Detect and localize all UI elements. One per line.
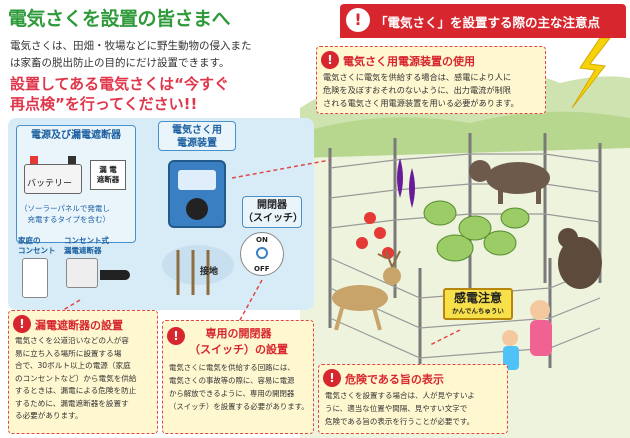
- warning-line-1: 設置してある電気さくは“今すぐ: [10, 75, 229, 93]
- electric-shock-warning-sign: 感電注意 かんでんちゅうい: [443, 288, 513, 320]
- page-title: 電気さくを設置の皆さまへ: [8, 8, 231, 30]
- danger-sign-notice: ! 危険である旨の表示 電気さくを設置する場合は、人が見やすいよ うに、適当な位…: [318, 364, 508, 434]
- power-unit-label-line-1: 電気さく用: [172, 125, 222, 136]
- power-unit-label-line-2: 電源装置: [177, 138, 217, 149]
- warning-line-2: 再点検”を行ってください!!: [10, 95, 198, 113]
- breaker-body-line-7: る必要があります。: [15, 411, 83, 420]
- power-unit-label-box: 電気さく用 電源装置: [158, 121, 236, 151]
- danger-sign-notice-title: 危険である旨の表示: [345, 373, 444, 386]
- switch-body-line-4: （スイッチ）を設置する必要があります。: [169, 402, 309, 411]
- solar-note-line-1: （ソーラーパネルで発電し: [20, 204, 110, 213]
- battery-terminal-plus: [30, 156, 38, 164]
- breaker-unit: 漏 電 遮断器: [90, 160, 126, 190]
- switch-notice-title: 専用の開閉器 （スイッチ）の設置: [189, 325, 288, 357]
- outlet-label-line-1: 家庭の: [18, 236, 41, 245]
- switch-label-line-2: （スイッチ）: [243, 213, 303, 224]
- danger-body-line-2: うに、適当な位置や間隔、見やすい文字で: [325, 404, 468, 413]
- breaker-notice: ! 漏電遮断器の設置 電気さくを公道沿いなどの人が容 易に立ち入る場所に設置する…: [8, 310, 158, 434]
- battery-terminal-minus: [68, 156, 76, 164]
- people-illustration: [502, 300, 552, 370]
- power-unit-body-line-1: 電気さくに電気を供給する場合は、感電により人に: [323, 72, 512, 82]
- breaker-body-line-5: するときは、漏電による危険を防止: [15, 386, 137, 395]
- switch-on-label: ON: [256, 236, 268, 244]
- switch-title-line-1: 専用の開閉器: [205, 327, 272, 340]
- switch-body-line-1: 電気さくに電気を供給する回路には、: [169, 363, 295, 372]
- power-plug-icon: [100, 270, 130, 280]
- breaker-body-line-3: 合で、30ボルト以上の電源（家庭: [15, 361, 131, 370]
- switch-label-line-1: 開閉器: [257, 200, 287, 211]
- switch-notice-body: 電気さくに電気を供給する回路には、 電気さくの事故等の際に、容易に電源 から解放…: [169, 361, 311, 413]
- plug-breaker-label: コンセント式 漏電遮断器: [64, 236, 109, 256]
- breaker-notice-title: 漏電遮断器の設置: [35, 319, 123, 332]
- crop-rows: [356, 158, 530, 262]
- power-unit-notice: ! 電気さく用電源装置の使用 電気さくに電気を供給する場合は、感電により人に 危…: [316, 46, 546, 114]
- exclamation-badge-icon: !: [323, 369, 341, 387]
- ground-label: 接地: [200, 267, 219, 277]
- intro-text: 電気さくは、田畑・牧場などに野生動物の侵入また は家畜の脱出防止の目的にだけ設置…: [10, 38, 310, 72]
- deer-illustration: [332, 250, 401, 331]
- breaker-label-line-1: 漏 電: [99, 165, 117, 174]
- plug-breaker-line-2: 漏電遮断器: [64, 246, 102, 255]
- breaker-body-line-1: 電気さくを公道沿いなどの人が容: [15, 336, 129, 345]
- ground-rods-illustration: [162, 245, 234, 295]
- switch-knob-icon: [256, 247, 268, 259]
- breaker-body-line-2: 易に立ち入る場所に設置する場: [15, 348, 122, 358]
- plug-breaker-icon: [66, 258, 98, 288]
- switch-label-box: 開閉器 （スイッチ）: [242, 196, 303, 228]
- boar-illustration: [558, 228, 602, 289]
- danger-sign-notice-body: 電気さくを設置する場合は、人が見やすいよ うに、適当な位置や間隔、見やすい文字で…: [325, 389, 505, 428]
- power-unit-notice-title: 電気さく用電源装置の使用: [343, 55, 475, 68]
- notice-header-bar: [340, 4, 626, 38]
- switch-body-line-2: 電気さくの事故等の際に、容易に電源: [169, 376, 295, 385]
- power-unit-notice-body: 電気さくに電気を供給する場合は、感電により人に 危険を及ぼすおそれのないように、…: [323, 71, 543, 110]
- power-unit-display: [178, 170, 216, 190]
- notice-heading: 「電気さく」を設置する際の主な注意点: [375, 15, 601, 30]
- breaker-body-line-6: するために、漏電遮断器を設置す: [15, 398, 129, 408]
- recheck-warning: 設置してある電気さくは“今すぐ 再点検”を行ってください!!: [10, 74, 310, 114]
- lightning-icon: [571, 38, 611, 109]
- intro-line-1: 電気さくは、田畑・牧場などに野生動物の侵入また: [10, 40, 252, 52]
- outlet-label: 家庭の コンセント: [18, 236, 56, 256]
- power-unit-body-line-2: 危険を及ぼすおそれのないように、出力電流が制限: [323, 85, 511, 95]
- exclamation-icon: !: [346, 8, 370, 32]
- exclamation-badge-icon: !: [321, 51, 339, 69]
- danger-body-line-3: 危険である旨の表示を行うことが必要です。: [325, 417, 475, 426]
- switch-title-line-2: （スイッチ）の設置: [189, 343, 288, 356]
- power-unit-dial-icon: [186, 198, 208, 220]
- switch-notice: ! 専用の開閉器 （スイッチ）の設置 電気さくに電気を供給する回路には、 電気さ…: [162, 320, 314, 434]
- plug-breaker-line-1: コンセント式: [64, 236, 109, 245]
- solar-note: （ソーラーパネルで発電し 充電するタイプを含む）: [20, 203, 132, 225]
- exclamation-badge-icon: !: [13, 315, 31, 333]
- sign-text-reading: かんでんちゅうい: [452, 307, 504, 315]
- power-unit-body-line-3: される電気さく用電源装置を用いる必要があります。: [323, 98, 519, 108]
- breaker-notice-body: 電気さくを公道沿いなどの人が容 易に立ち入る場所に設置する場 合で、30ボルト以…: [15, 335, 155, 423]
- switch-off-label: OFF: [254, 265, 270, 273]
- breaker-body-line-4: のコンセントなど）から電気を供給: [15, 373, 137, 383]
- battery-label: バッテリー: [27, 179, 73, 189]
- outlet-label-line-2: コンセント: [18, 246, 56, 255]
- power-breaker-label: 電源及び漏電遮断器: [31, 130, 121, 141]
- intro-line-2: は家畜の脱出防止の目的にだけ設置できます。: [10, 57, 230, 69]
- danger-body-line-1: 電気さくを設置する場合は、人が見やすいよ: [325, 391, 475, 400]
- cow-illustration: [469, 160, 550, 204]
- switch-body-line-3: から解放できるように、専用の開閉器: [169, 389, 295, 398]
- breaker-label-line-2: 遮断器: [96, 175, 120, 184]
- wall-outlet-icon: [22, 258, 48, 298]
- battery-icon: [24, 164, 82, 194]
- farm-scene-illustration: [300, 38, 630, 438]
- solar-note-line-2: 充電するタイプを含む）: [20, 215, 110, 224]
- sign-text-main: 感電注意: [453, 291, 502, 305]
- exclamation-badge-icon: !: [167, 327, 185, 345]
